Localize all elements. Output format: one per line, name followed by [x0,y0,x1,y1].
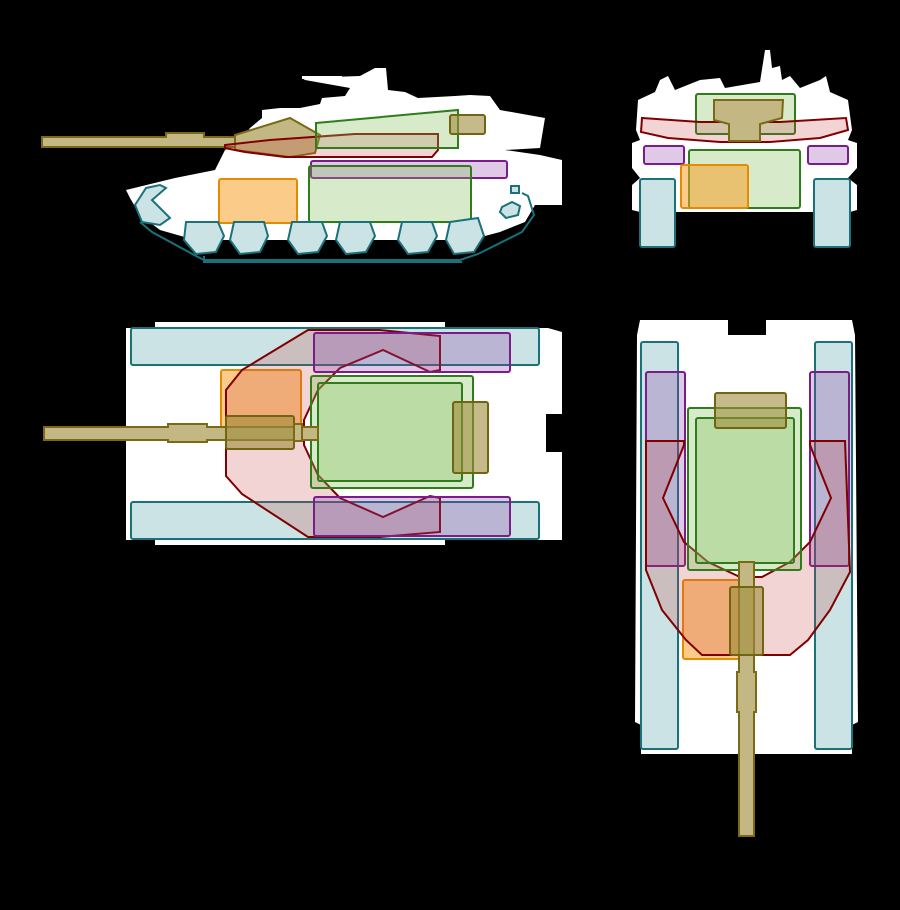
road-wheel [182,221,226,256]
road-wheel [396,221,439,256]
top-track-lower [130,501,540,540]
side-road-wheels [182,216,486,256]
rear-turret-outline [645,440,852,656]
rear-fuel-right [809,371,850,567]
top-gun-mount [293,423,303,442]
side-engine-compartment [315,108,459,149]
rear-engine-inner [695,417,795,564]
top-track-upper [130,327,540,366]
front-track-right [813,178,851,248]
side-turret-bustle [449,114,486,135]
front-track-left [639,178,676,248]
side-hull-engine [308,165,472,223]
rear-view [635,320,858,837]
top-engine-inner [317,382,463,482]
top-gun-breech [225,415,295,450]
road-wheel [228,221,270,256]
road-wheel [444,216,486,256]
side-drive-sprocket [498,200,522,220]
front-view [632,50,857,248]
front-fuel-left [643,145,685,165]
rear-track-left [640,341,679,750]
road-wheel [286,221,329,256]
top-fuel-lower [313,496,511,537]
side-return-roller [510,185,520,194]
rear-gun-breech [729,586,764,656]
side-crew-compartment [218,178,298,224]
side-track-belt [139,192,536,263]
rear-turret-bustle [714,392,787,429]
front-gun-mantlet [713,99,785,142]
front-fuel-right [807,145,849,165]
side-idler-wheel [133,183,172,227]
top-fuel-upper [313,332,511,373]
front-crew-compartment [680,164,749,209]
top-view [43,322,562,545]
top-turret-bustle [452,401,489,474]
side-turret-outline [224,133,439,158]
rear-track-right [814,341,853,750]
road-wheel [334,221,377,256]
side-gun-barrel [41,132,241,148]
side-antenna [302,76,342,79]
side-view [41,68,562,263]
